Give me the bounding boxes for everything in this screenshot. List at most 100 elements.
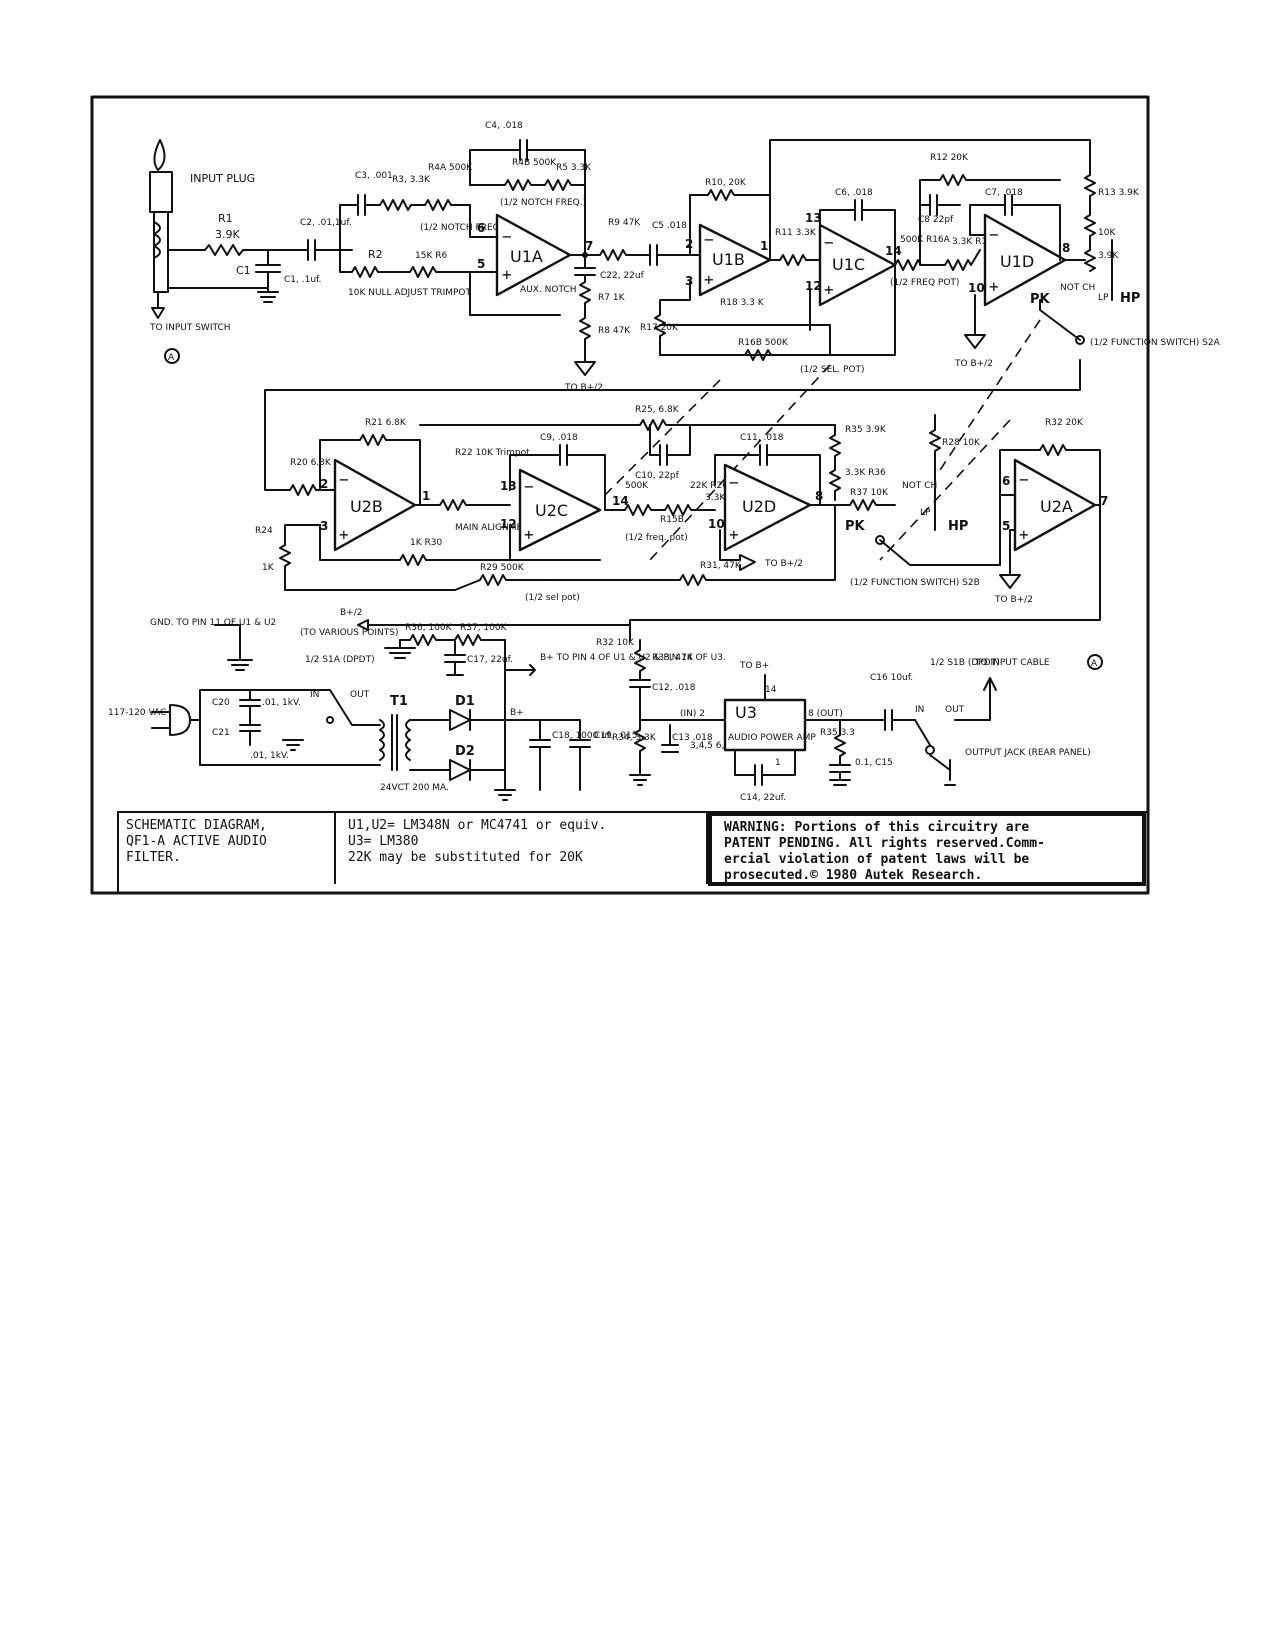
c6-right xyxy=(861,209,896,266)
u2b-pin2: 2 xyxy=(320,477,328,491)
u1d-opamp xyxy=(983,213,1067,307)
u1c-name: U1C xyxy=(832,255,865,274)
c1-value: C1, .1uf. xyxy=(284,275,321,285)
b2-ground-a xyxy=(574,361,596,376)
u1c-plus: + xyxy=(824,280,834,299)
u2a-opamp xyxy=(1013,458,1097,552)
hp-label-a: HP xyxy=(1120,291,1140,306)
r7-r8-resistors xyxy=(579,274,591,363)
u2a-pin6: 6 xyxy=(1002,474,1010,488)
r13-divider xyxy=(1084,174,1096,272)
to-bplus2-d: TO B+/2 xyxy=(994,595,1033,605)
r27-label: 3.3K xyxy=(705,493,726,503)
c16-label: C16 10uf. xyxy=(870,673,913,683)
gnd-to-label: GND. TO PIN 11 OF U1 & U2 xyxy=(150,618,276,628)
r36-label: 3.3K R36 xyxy=(845,468,886,478)
c20-label: C20 xyxy=(212,698,230,708)
bplus-rail xyxy=(504,639,536,791)
u1b-pin1: 1 xyxy=(760,239,768,253)
sel-pot-top-label: (1/2 SEL. POT) xyxy=(800,365,865,375)
r33-label: R33, 47K xyxy=(652,653,694,663)
c13b-label: 3,4,5 6,10,12 xyxy=(690,741,750,751)
aux-notch-label: AUX. NOTCH xyxy=(520,285,576,295)
r14-label: 3.3K R14 xyxy=(952,237,993,247)
pk-label-b: PK xyxy=(845,519,866,534)
c11-label: C11, .018 xyxy=(740,433,784,443)
r2-r6-path xyxy=(339,249,498,278)
u2b-name: U2B xyxy=(350,497,383,516)
vac-label: 117-120 VAC xyxy=(108,708,166,718)
d1-diode xyxy=(409,709,506,731)
c10-capacitor xyxy=(649,424,691,466)
u2a-out-wire xyxy=(629,504,1101,641)
s1a-in-label: IN xyxy=(310,690,319,700)
b2-ground-b xyxy=(964,334,986,349)
d2-label: D2 xyxy=(455,744,475,759)
cable-a-marker xyxy=(1087,654,1103,670)
to-bplus2-a: TO B+/2 xyxy=(564,383,603,393)
u2d-minus: − xyxy=(729,473,739,492)
c10-label: C10, 22pf xyxy=(635,471,680,481)
r13c-label: 3.9K xyxy=(1098,251,1119,261)
s1a-switch xyxy=(249,689,381,726)
switch-a-marker xyxy=(164,348,180,364)
c9-capacitor xyxy=(509,444,606,511)
r37-label: R37 10K xyxy=(850,488,889,498)
to-input-cable-label: TO INPUT CABLE xyxy=(974,658,1050,668)
r7-label: R7 1K xyxy=(598,293,626,303)
pot-ganging-links xyxy=(599,319,1041,561)
u3-subtitle: AUDIO POWER AMP xyxy=(728,733,816,743)
u1a-pin6: 6 xyxy=(477,221,485,235)
warning-line-3: ercial violation of patent laws will be xyxy=(724,852,1030,867)
c12-label: C12, .018 xyxy=(652,683,696,693)
bplus-to-label: B+ TO PIN 4 OF U1 & U2 & PIN 14 OF U3. xyxy=(540,653,726,663)
s1b-in-label: IN xyxy=(915,705,924,715)
u2c-pin14: 14 xyxy=(612,494,629,508)
c16-capacitor xyxy=(804,709,916,731)
r28-label: R28 10K xyxy=(942,438,981,448)
func-switch-b-label: (1/2 FUNCTION SWITCH) S2B xyxy=(850,578,980,588)
u1c-pin13: 13 xyxy=(805,211,822,225)
d2-diode xyxy=(409,759,506,781)
r9-label: R9 47K xyxy=(608,218,641,228)
r29-resistor xyxy=(284,574,546,591)
r4b-r5-resistors xyxy=(469,179,586,191)
r37p-label: R37, 100K xyxy=(460,623,508,633)
r13b-label: 10K xyxy=(1098,228,1116,238)
u2c-pin13: 13 xyxy=(500,479,517,493)
u1d-minus: − xyxy=(989,225,999,244)
title-line-1: SCHEMATIC DIAGRAM, xyxy=(126,818,267,833)
r1-value: 3.9K xyxy=(215,228,240,241)
u2a-name: U2A xyxy=(1040,497,1073,516)
r4a-resistor xyxy=(424,199,471,211)
u3-pin1: 1 xyxy=(775,758,781,768)
parts-line-2: U3= LM380 xyxy=(348,834,419,849)
r21-resistor xyxy=(319,434,421,506)
title-block-title: SCHEMATIC DIAGRAM, QF1-A ACTIVE AUDIO FI… xyxy=(118,812,336,884)
c19-label: C19, .015 xyxy=(594,731,638,741)
r30-label: 1K R30 xyxy=(410,538,442,548)
c14-label: C14, 22uf. xyxy=(740,793,786,803)
s2b-contact xyxy=(875,535,885,545)
u2c-opamp xyxy=(518,468,602,552)
c7-right xyxy=(1011,204,1061,261)
r25-label: R25, 6.8K xyxy=(635,405,680,415)
r4b-note: (1/2 NOTCH FREQ.) xyxy=(500,198,586,208)
u1b-opamp xyxy=(698,223,772,297)
r37-resistor xyxy=(809,499,896,511)
r22-label: R22 10K Trimpot xyxy=(455,448,530,458)
u1c-minus: − xyxy=(824,233,834,252)
parts-line-3: 22K may be substituted for 20K xyxy=(348,850,583,865)
r1-label: R1 xyxy=(218,212,233,225)
t1-secondary xyxy=(405,719,411,761)
u3-pin14: 14 xyxy=(765,685,777,695)
bplus-label: B+ xyxy=(510,708,524,718)
s1b-label: 1/2 S1B (DPDT) xyxy=(930,658,1000,668)
u2d-plus-ref xyxy=(719,529,756,571)
to-bplus2-c: TO B+/2 xyxy=(764,559,803,569)
u2b-pin1: 1 xyxy=(422,489,430,503)
u2d-name: U2D xyxy=(742,497,776,516)
c4-label: C4, .018 xyxy=(485,121,523,131)
c6-left xyxy=(819,209,856,241)
